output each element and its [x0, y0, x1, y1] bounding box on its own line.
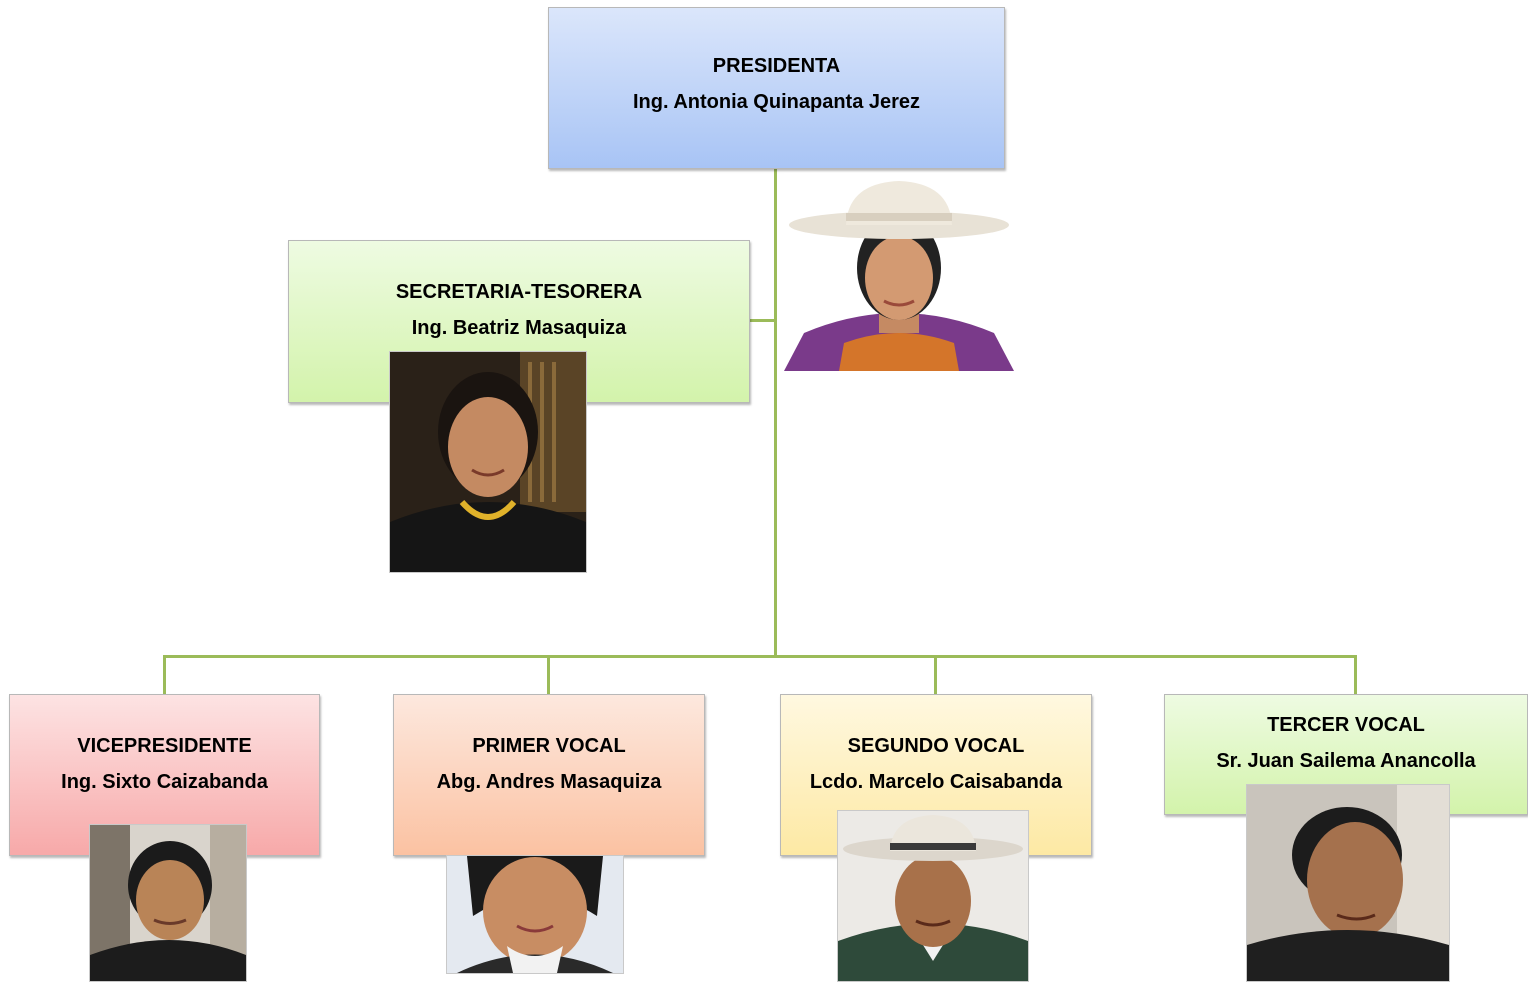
tercer-vocal-name: Sr. Juan Sailema Anancolla — [1216, 750, 1476, 772]
presidenta-photo — [784, 173, 1014, 371]
connector-primer-vocal — [547, 655, 550, 695]
secretaria-role: SECRETARIA-TESORERA — [395, 281, 643, 303]
connector-horizontal — [163, 655, 1357, 658]
segundo-vocal-photo — [837, 810, 1029, 982]
connector-segundo-vocal — [934, 655, 937, 695]
primer-vocal-photo — [446, 855, 624, 974]
vicepresidente-name: Ing. Sixto Caizabanda — [61, 771, 268, 793]
presidenta-role: PRESIDENTA — [712, 55, 841, 77]
primer-vocal-name: Abg. Andres Masaquiza — [436, 771, 662, 793]
connector-secretaria — [748, 319, 776, 322]
secretaria-photo — [389, 351, 587, 573]
vicepresidente-box: VICEPRESIDENTE Ing. Sixto Caizabanda — [9, 694, 320, 856]
vicepresidente-role: VICEPRESIDENTE — [77, 735, 252, 757]
tercer-vocal-photo — [1246, 784, 1450, 982]
segundo-vocal-name: Lcdo. Marcelo Caisabanda — [809, 771, 1063, 793]
presidenta-name: Ing. Antonia Quinapanta Jerez — [632, 91, 921, 113]
connector-vicepresidente — [163, 655, 166, 695]
segundo-vocal-box: SEGUNDO VOCAL Lcdo. Marcelo Caisabanda — [780, 694, 1092, 856]
connector-trunk — [774, 168, 777, 658]
primer-vocal-box: PRIMER VOCAL Abg. Andres Masaquiza — [393, 694, 705, 856]
segundo-vocal-role: SEGUNDO VOCAL — [847, 735, 1025, 757]
connector-tercer-vocal — [1354, 655, 1357, 695]
vicepresidente-photo — [89, 824, 247, 982]
secretaria-name: Ing. Beatriz Masaquiza — [411, 317, 627, 339]
tercer-vocal-role: TERCER VOCAL — [1267, 714, 1425, 736]
presidenta-box: PRESIDENTA Ing. Antonia Quinapanta Jerez — [548, 7, 1005, 169]
primer-vocal-role: PRIMER VOCAL — [472, 735, 626, 757]
